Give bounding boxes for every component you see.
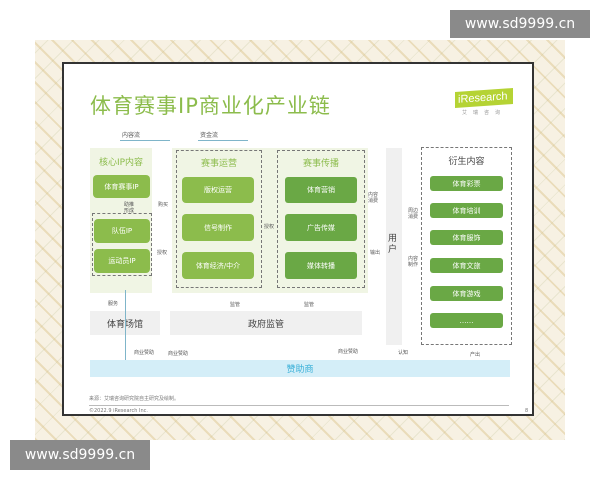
ops-item: 信号制作 — [182, 214, 254, 241]
license-label: 授权 — [157, 250, 168, 256]
sponsor-label: 商业赞助 — [168, 351, 189, 357]
user-label: 用户 — [388, 234, 398, 255]
copyright: ©2022.9 iResearch Inc. — [89, 408, 148, 414]
gov-box: 政府监管 — [170, 311, 362, 335]
sponsor-bar: 赞助商 — [90, 360, 510, 377]
watermark-top: www.sd9999.cn — [450, 10, 590, 38]
derived-item: …… — [430, 313, 503, 328]
derived-item: 体育彩票 — [430, 176, 503, 191]
logo-subtitle: 艾瑞咨询 — [462, 110, 507, 116]
slide-title: 体育赛事IP商业化产业链 — [90, 94, 331, 118]
ops-group — [176, 150, 262, 288]
core-item: 体育赛事IP — [93, 175, 150, 198]
consume-label: 内容消费 — [368, 192, 379, 204]
core-item: 运动员IP — [94, 249, 150, 273]
derived-item: 体育培训 — [430, 203, 503, 218]
ops-title: 赛事运营 — [200, 159, 237, 169]
derived-item: 体育游戏 — [430, 286, 503, 301]
buy-label: 购买 — [158, 202, 169, 208]
source-note: 来源：艾瑞咨询研究院自主研究及绘制。 — [89, 396, 180, 402]
peripheral-label: 周边消费 — [408, 208, 419, 220]
derived-item: 体育服饰 — [430, 230, 503, 245]
media-item: 体育营销 — [285, 177, 357, 203]
produce-label: 内容制作 — [408, 256, 419, 268]
ops-item: 体育经济/中介 — [182, 252, 254, 279]
capital-flow-arrow — [198, 140, 248, 141]
team-athlete-group — [92, 213, 152, 276]
derived-item: 体育文旅 — [430, 258, 503, 273]
supervise-label: 监管 — [304, 302, 315, 308]
sponsor-label: 商业赞助 — [134, 350, 155, 356]
media-title: 赛事传播 — [302, 159, 339, 169]
user-column — [386, 148, 402, 345]
output-label: 输出 — [370, 250, 381, 256]
supervise-label: 监管 — [230, 302, 241, 308]
yield-label: 产出 — [470, 352, 481, 358]
license-label: 授权 — [264, 224, 275, 230]
watermark-bottom: www.sd9999.cn — [10, 440, 150, 470]
content-flow-arrow — [120, 140, 170, 141]
connector — [125, 290, 126, 360]
media-item: 广告传媒 — [285, 214, 357, 241]
media-item: 媒体转播 — [285, 252, 357, 279]
capital-flow-label: 资金流 — [200, 132, 219, 139]
push-label: 助推形成 — [124, 202, 135, 214]
derived-group — [421, 147, 512, 345]
cognition-label: 认知 — [398, 350, 409, 356]
footer-divider — [89, 405, 509, 406]
page-number: 8 — [525, 408, 529, 414]
core-item: 队伍IP — [94, 219, 150, 243]
media-group — [277, 150, 365, 288]
content-flow-label: 内容流 — [122, 132, 141, 139]
sponsor-label: 商业赞助 — [338, 349, 359, 355]
derived-title: 衍生内容 — [448, 157, 485, 167]
service-label: 服务 — [108, 301, 119, 307]
ops-item: 版权运营 — [182, 177, 254, 203]
core-ip-title: 核心IP内容 — [98, 158, 144, 168]
